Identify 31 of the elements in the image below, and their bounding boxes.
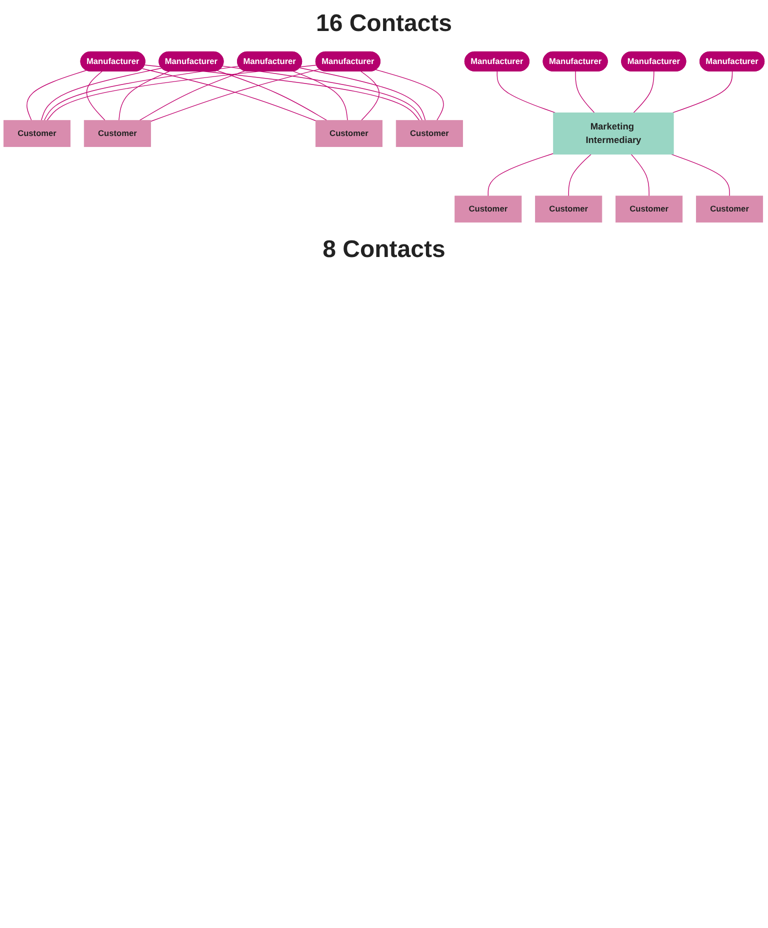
node-box: Customer — [84, 120, 151, 147]
node-box: Customer — [3, 120, 71, 147]
connector — [671, 154, 730, 196]
connector — [496, 71, 556, 114]
connector — [672, 71, 733, 114]
connector — [299, 68, 426, 121]
connector — [568, 154, 592, 196]
connector — [86, 71, 106, 121]
connector — [633, 71, 654, 114]
node-box: Customer — [454, 196, 522, 223]
connector — [360, 71, 380, 121]
connector — [222, 66, 423, 121]
node-box: Marketing Intermediary — [553, 112, 674, 155]
connector — [40, 68, 162, 121]
diagram-title: 16 Contacts — [314, 10, 454, 38]
connector — [44, 66, 240, 121]
node-box: Customer — [616, 196, 683, 223]
connector — [376, 69, 444, 121]
node-box: Customer — [396, 120, 463, 147]
connector — [630, 154, 650, 196]
connector — [139, 70, 246, 121]
connector — [293, 70, 348, 121]
connector — [26, 70, 87, 121]
node-box: Customer — [696, 196, 764, 223]
connector — [488, 153, 554, 196]
node-box: Customer — [535, 196, 602, 223]
connector — [575, 71, 595, 114]
connector — [217, 70, 328, 121]
diagram-caption: 8 Contacts — [322, 236, 446, 264]
node-box: Customer — [315, 120, 382, 147]
connector — [118, 71, 170, 121]
